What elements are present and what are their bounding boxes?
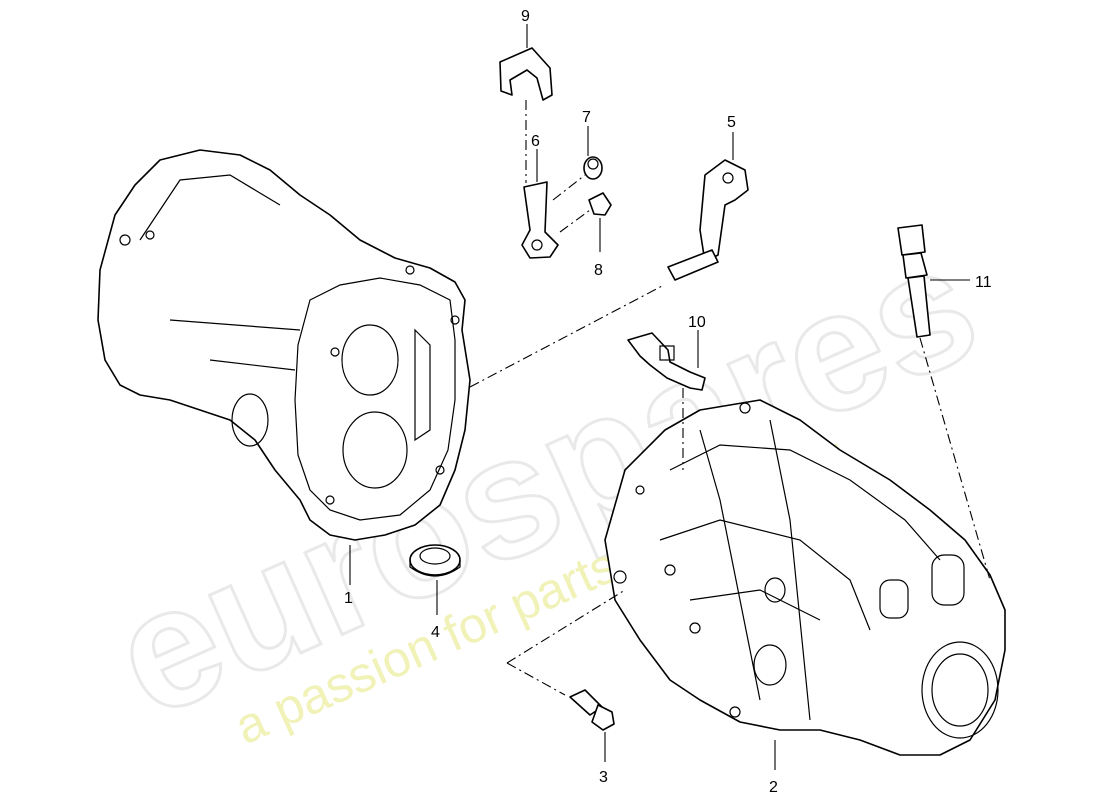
bell-housing (97, 149, 471, 541)
lever (521, 181, 559, 259)
callouts: 1 2 3 4 5 6 7 8 9 10 11 (344, 8, 992, 796)
callout-10: 10 (688, 314, 706, 331)
callout-3: 3 (599, 769, 608, 786)
callout-4: 4 (431, 624, 440, 641)
shift-lever (667, 159, 749, 281)
callout-7: 7 (582, 109, 591, 126)
callout-8: 8 (594, 262, 603, 279)
sensor-switch (897, 224, 931, 338)
callout-1: 1 (344, 590, 353, 607)
callout-9: 9 (521, 8, 530, 25)
retaining-bracket (499, 47, 553, 101)
callout-11: 11 (975, 274, 992, 291)
bush (583, 156, 603, 180)
bolt (569, 689, 615, 731)
leader-lines (349, 24, 970, 770)
assembly-lines (469, 100, 991, 696)
seal-ring (409, 544, 461, 577)
bracket (627, 332, 706, 391)
clip (588, 192, 612, 216)
callout-6: 6 (531, 133, 540, 150)
gearbox-housing (604, 399, 1006, 756)
callout-5: 5 (727, 114, 736, 131)
callout-2: 2 (769, 779, 778, 796)
